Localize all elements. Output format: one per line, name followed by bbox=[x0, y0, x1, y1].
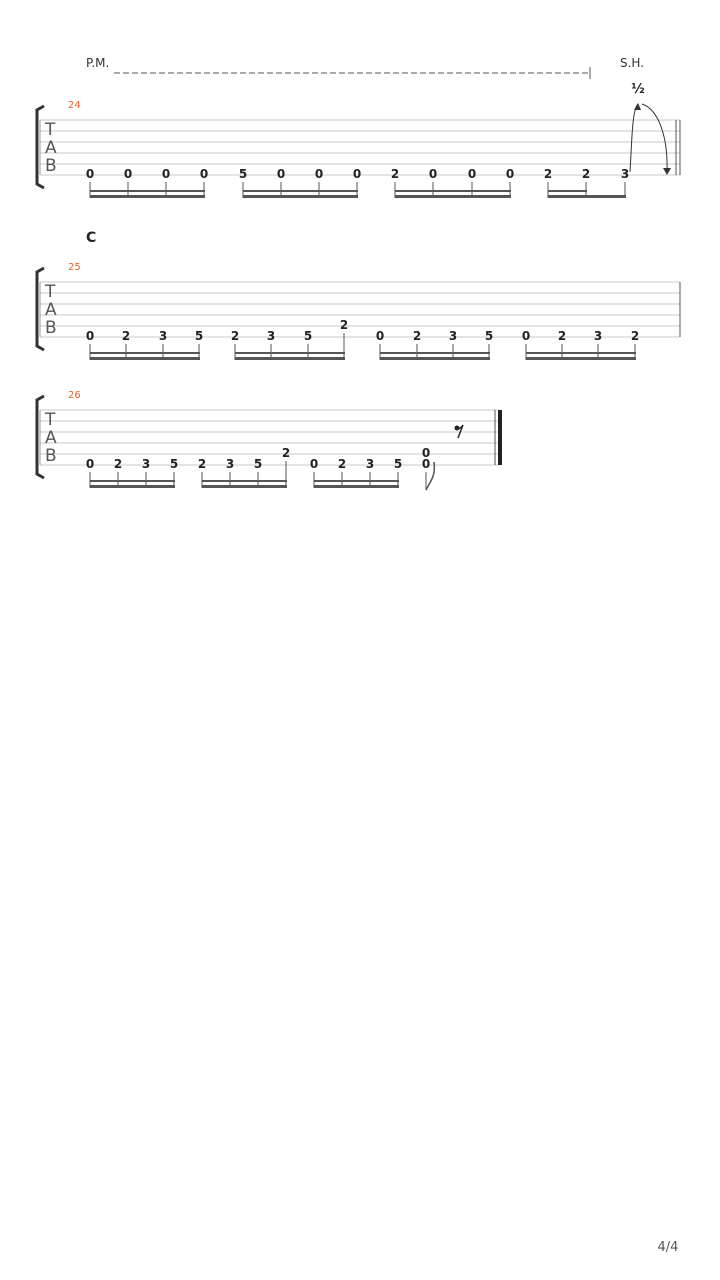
release-arrowhead-down bbox=[663, 168, 671, 175]
tab-note: 2 bbox=[631, 329, 639, 343]
final-barline-thick bbox=[498, 410, 502, 465]
tab-note: 3 bbox=[449, 329, 457, 343]
tab-note: 0 bbox=[277, 167, 285, 181]
tab-note: 0 bbox=[506, 167, 514, 181]
staff-lines bbox=[40, 281, 680, 338]
tab-clef-t: T bbox=[44, 120, 56, 140]
tab-note: 2 bbox=[391, 167, 399, 181]
bend-amount-label: ½ bbox=[631, 82, 644, 97]
system-bracket-icon bbox=[35, 266, 45, 352]
tab-note: 0 bbox=[422, 446, 430, 460]
tab-note: 2 bbox=[582, 167, 590, 181]
tab-note: 0 bbox=[468, 167, 476, 181]
tab-note: 2 bbox=[544, 167, 552, 181]
tab-clef-a: A bbox=[45, 300, 57, 320]
tab-note: 2 bbox=[558, 329, 566, 343]
note-flag-icon bbox=[425, 461, 436, 491]
system-bracket-icon bbox=[35, 104, 45, 190]
bend-arrow-icon bbox=[629, 103, 639, 173]
measure-number: 24 bbox=[68, 100, 81, 111]
bend-arrowhead-up bbox=[634, 103, 641, 110]
tab-note: 2 bbox=[122, 329, 130, 343]
system-bracket-icon bbox=[35, 394, 45, 480]
tab-clef-b: B bbox=[45, 156, 57, 176]
page-number: 4/4 bbox=[657, 1240, 679, 1255]
staff-lines bbox=[40, 409, 500, 466]
measure-number: 26 bbox=[68, 390, 81, 401]
tab-note: 3 bbox=[267, 329, 275, 343]
tab-note: 5 bbox=[170, 457, 178, 471]
measure-24-notes: 0 0 0 0 5 0 0 0 2 0 0 0 2 2 3 bbox=[86, 167, 629, 181]
system-1: P.M. S.H. T A B 24 0 0 0 0 5 0 bbox=[35, 56, 681, 198]
tab-note: 5 bbox=[239, 167, 247, 181]
tab-clef-b: B bbox=[45, 446, 57, 466]
measure-number: 25 bbox=[68, 262, 81, 273]
tab-note: 0 bbox=[315, 167, 323, 181]
tab-note: 3 bbox=[226, 457, 234, 471]
tab-note: 2 bbox=[198, 457, 206, 471]
system-2: T A B 25 0 2 3 5 2 3 5 2 0 2 3 5 0 2 3 2 bbox=[35, 262, 681, 360]
tab-note: 2 bbox=[413, 329, 421, 343]
tab-clef-a: A bbox=[45, 138, 57, 158]
tab-note: 0 bbox=[162, 167, 170, 181]
tab-note: 2 bbox=[282, 446, 290, 460]
tab-note: 0 bbox=[429, 167, 437, 181]
staff-lines bbox=[40, 119, 680, 176]
measure-25-notes: 0 2 3 5 2 3 5 2 0 2 3 5 0 2 3 2 bbox=[86, 318, 639, 343]
palm-mute-label: P.M. bbox=[86, 56, 109, 70]
eighth-rest-icon bbox=[454, 424, 464, 439]
tab-note: 0 bbox=[376, 329, 384, 343]
tab-note: 0 bbox=[310, 457, 318, 471]
tab-note: 0 bbox=[86, 457, 94, 471]
tab-note: 0 bbox=[86, 329, 94, 343]
tab-note: 3 bbox=[366, 457, 374, 471]
tab-note: 3 bbox=[594, 329, 602, 343]
tab-clef-t: T bbox=[44, 410, 56, 430]
tab-clef-b: B bbox=[45, 318, 57, 338]
measure-26-notes: 0 2 3 5 2 3 5 2 0 2 3 5 0 0 bbox=[86, 446, 430, 471]
tab-note: 3 bbox=[159, 329, 167, 343]
tab-note: 2 bbox=[340, 318, 348, 332]
tab-note: 0 bbox=[200, 167, 208, 181]
tab-note: 0 bbox=[86, 167, 94, 181]
system-3: T A B 26 0 2 3 5 2 3 5 2 0 2 3 5 0 0 bbox=[35, 390, 502, 491]
tab-clef-t: T bbox=[44, 282, 56, 302]
string-harmonic-label: S.H. bbox=[620, 56, 644, 70]
tab-note: 3 bbox=[142, 457, 150, 471]
tab-note: 0 bbox=[422, 457, 430, 471]
tab-note: 0 bbox=[124, 167, 132, 181]
tab-note: 2 bbox=[114, 457, 122, 471]
tab-note: 2 bbox=[231, 329, 239, 343]
note-beams bbox=[90, 190, 626, 198]
note-beams bbox=[90, 352, 636, 360]
tab-note: 5 bbox=[485, 329, 493, 343]
section-label: C bbox=[86, 230, 96, 246]
tab-note: 0 bbox=[353, 167, 361, 181]
tab-note: 5 bbox=[195, 329, 203, 343]
tab-note: 5 bbox=[254, 457, 262, 471]
tab-clef-a: A bbox=[45, 428, 57, 448]
tab-note: 5 bbox=[394, 457, 402, 471]
tab-note: 5 bbox=[304, 329, 312, 343]
tab-note: 2 bbox=[338, 457, 346, 471]
release-arrow-icon bbox=[641, 103, 668, 173]
tab-note: 3 bbox=[621, 167, 629, 181]
note-beams bbox=[90, 480, 399, 488]
tab-note: 0 bbox=[522, 329, 530, 343]
